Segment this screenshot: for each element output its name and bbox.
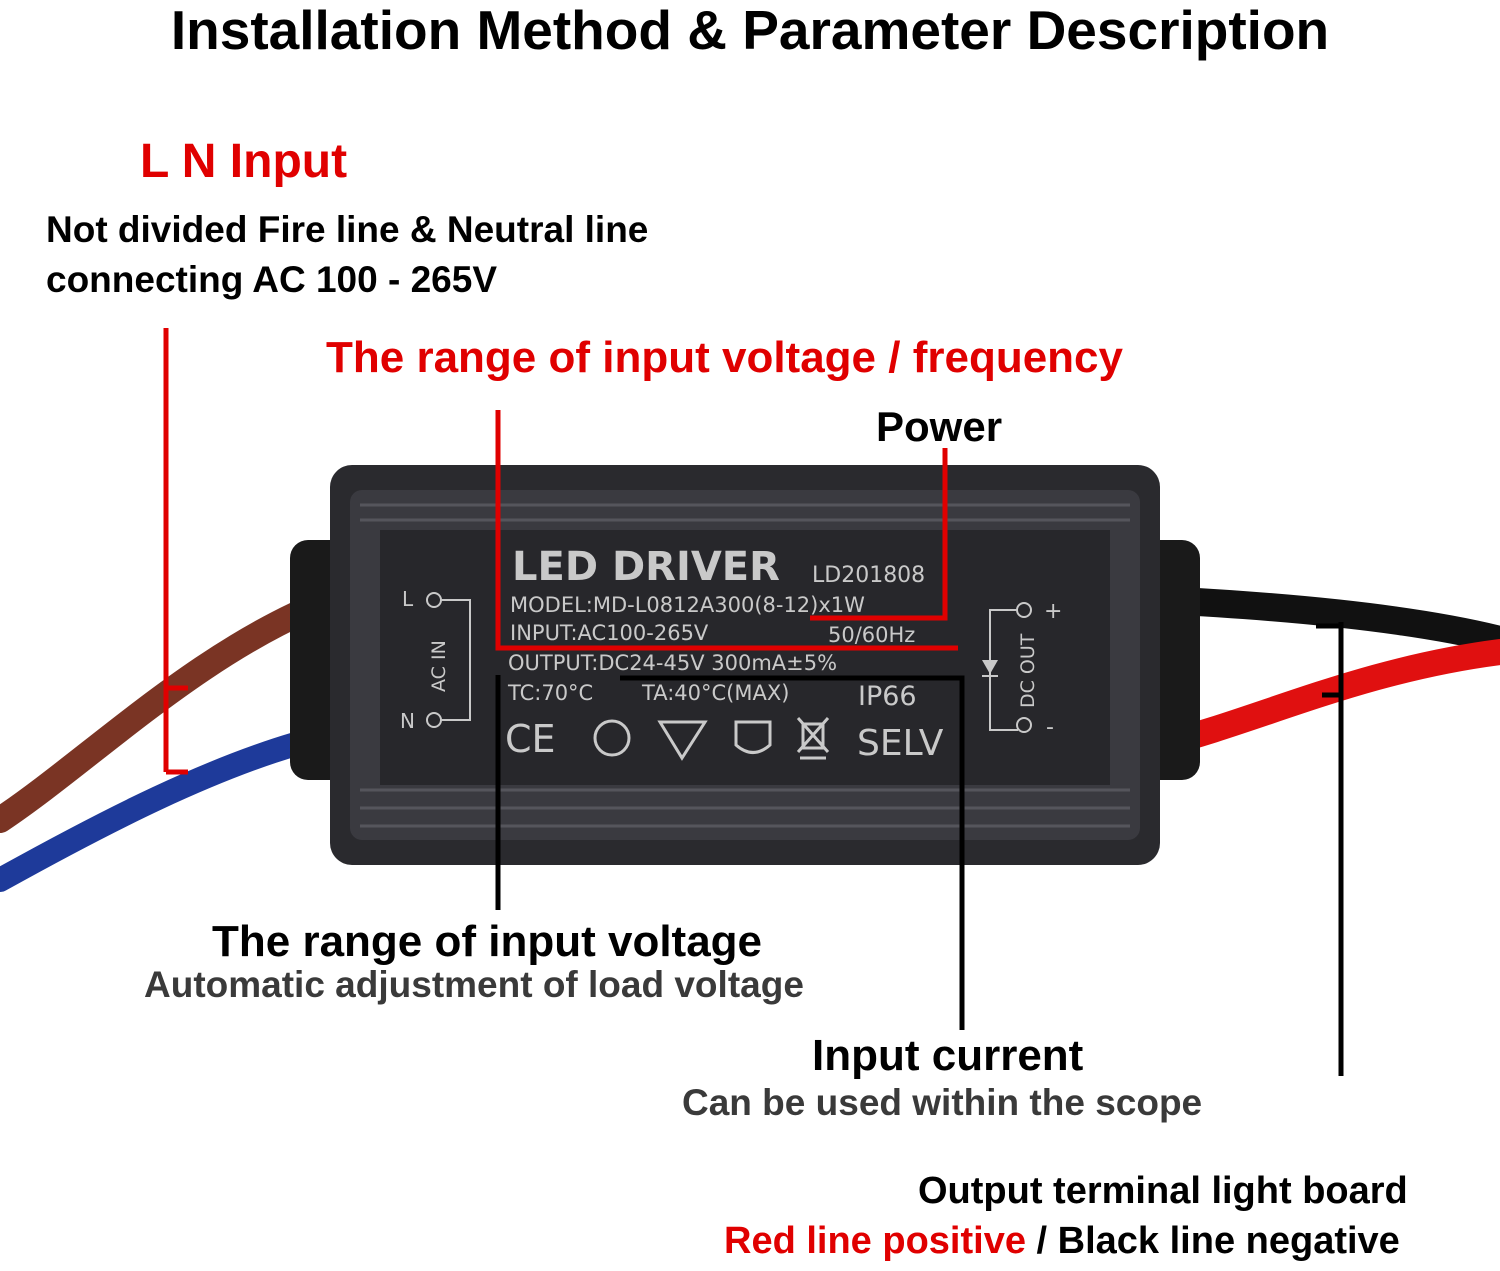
device-model: MODEL:MD-L0812A300(8-12)x1W bbox=[510, 593, 865, 617]
ln-input-title: L N Input bbox=[140, 135, 348, 188]
brown-wire bbox=[0, 587, 343, 833]
device-input: INPUT:AC100-265V bbox=[510, 621, 709, 645]
ac-in-terminal: L N AC IN bbox=[400, 587, 471, 733]
output-terminal-title: Output terminal light board bbox=[918, 1170, 1408, 1212]
ac-in-label: AC IN bbox=[428, 640, 450, 692]
black-line-negative-text: Black line negative bbox=[1057, 1220, 1400, 1262]
ln-input-desc-line2: connecting AC 100 - 265V bbox=[46, 259, 497, 300]
power-label: Power bbox=[876, 403, 1003, 450]
device-tc: TC:70°C bbox=[507, 681, 593, 705]
frequency-callout bbox=[495, 410, 958, 651]
black-wire bbox=[1146, 586, 1500, 654]
range-voltage-subtitle: Automatic adjustment of load voltage bbox=[144, 964, 804, 1005]
red-wire bbox=[1147, 639, 1500, 758]
terminal-n-label: N bbox=[400, 709, 415, 733]
dc-out-label: DC OUT bbox=[1017, 633, 1039, 708]
output-terminal-subtitle: Red line positive / Black line negative bbox=[724, 1220, 1400, 1263]
device-ce: CE bbox=[505, 717, 556, 761]
terminal-minus-label: - bbox=[1046, 715, 1054, 740]
ln-input-desc-line1: Not divided Fire line & Neutral line bbox=[46, 209, 649, 250]
input-current-title: Input current bbox=[812, 1031, 1084, 1080]
input-current-subtitle: Can be used within the scope bbox=[682, 1082, 1203, 1123]
output-callout bbox=[1316, 622, 1344, 1076]
range-frequency-label: The range of input voltage / frequency bbox=[326, 333, 1123, 382]
output-separator: / bbox=[1025, 1220, 1058, 1262]
crossed-bin-icon bbox=[796, 717, 830, 760]
triangle-f-icon bbox=[657, 720, 708, 761]
range-voltage-title: The range of input voltage bbox=[212, 917, 763, 966]
device-name: LED DRIVER bbox=[512, 544, 780, 590]
terminal-l-label: L bbox=[402, 587, 414, 611]
ln-input-callout bbox=[163, 328, 188, 775]
device-frequency: 50/60Hz bbox=[828, 623, 915, 647]
device-ta: TA:40°C(MAX) bbox=[641, 681, 789, 705]
device-selv: SELV bbox=[857, 723, 944, 764]
shield-icon bbox=[734, 720, 772, 754]
certification-mark-icon bbox=[593, 719, 631, 757]
power-callout bbox=[810, 448, 948, 621]
device-code: LD201808 bbox=[812, 563, 925, 588]
current-callout bbox=[620, 675, 965, 1030]
red-line-positive-text: Red line positive bbox=[724, 1220, 1026, 1262]
dc-out-terminal: + - DC OUT bbox=[982, 599, 1062, 740]
device-output: OUTPUT:DC24-45V 300mA±5% bbox=[508, 651, 837, 675]
blue-wire bbox=[0, 723, 342, 892]
terminal-plus-label: + bbox=[1044, 599, 1062, 624]
device-ip: IP66 bbox=[858, 681, 917, 712]
page-title: Installation Method & Parameter Descript… bbox=[170, 0, 1330, 61]
